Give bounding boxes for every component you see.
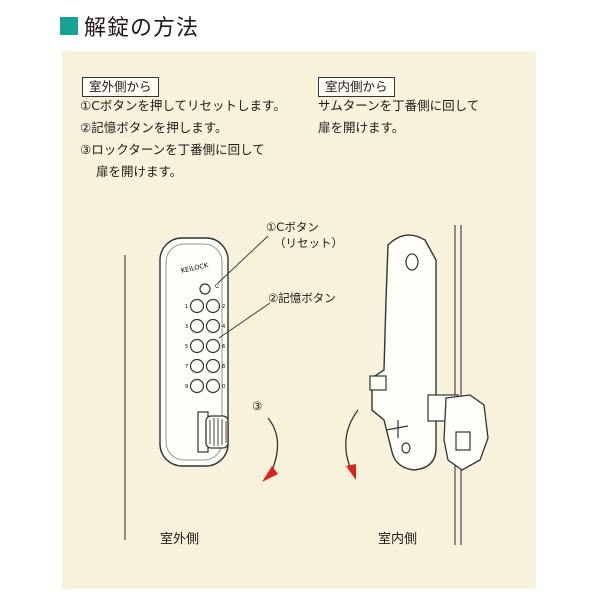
outside-rotation-line (267, 417, 279, 476)
outside-steps: ①Cボタンを押してリセットします。 ②記憶ボタンを押します。 ③ロックターンを丁… (80, 95, 286, 183)
reset-callout: （リセット） (274, 236, 343, 250)
outside-tag: 室外側から (82, 77, 159, 97)
inside-rotation-line (345, 409, 359, 473)
thumb-turn-plate (369, 234, 489, 471)
page-header: 解錠の方法 (60, 12, 200, 41)
memory-key-label: 6 (222, 344, 225, 350)
memory-key-button (189, 298, 205, 314)
memory-key-label: 1 (185, 304, 188, 310)
memory-key-label: 0 (222, 384, 225, 390)
outside-step-2: ②記憶ボタンを押します。 (80, 120, 228, 135)
memory-key-label: 5 (185, 344, 188, 350)
memory-key-button (189, 358, 205, 374)
inside-arrow-icon (346, 464, 356, 480)
outside-step-3-cont: 扉を開けます。 (96, 164, 183, 179)
memory-key-button (189, 338, 205, 354)
page-title: 解錠の方法 (84, 16, 200, 41)
c-button-leader (217, 235, 269, 284)
c-key-label: C (215, 283, 219, 290)
memory-key-button (205, 298, 221, 314)
inside-step-2: 扉を開けます。 (318, 120, 405, 135)
inside-steps: サムターンを丁番側に回して 扉を開けます。 (318, 95, 479, 139)
title-square-icon (60, 17, 78, 35)
instruction-panel (62, 51, 536, 589)
memory-key-label: 4 (222, 324, 225, 330)
memory-key-label: 3 (185, 324, 188, 330)
screw-bottom-icon (401, 442, 411, 454)
memory-key-button (205, 318, 221, 334)
step3-callout: ③ (252, 399, 263, 413)
inside-tag: 室内側から (318, 77, 395, 97)
outside-step-1: ①Cボタンを押してリセットします。 (80, 98, 286, 113)
lock-turn-knob (205, 415, 229, 449)
inside-step-1: サムターンを丁番側に回して (318, 98, 480, 113)
outside-arrow-icon (262, 466, 278, 482)
memory-key-button (205, 358, 221, 374)
memory-button-callout: ②記憶ボタン (268, 291, 336, 305)
memory-key-label: 9 (185, 384, 188, 390)
c-button-callout: ①Cボタン (266, 220, 319, 234)
memory-key-button (189, 318, 205, 334)
memory-key-button (205, 338, 221, 354)
memory-key-button (189, 378, 205, 394)
c-button-icon (199, 283, 211, 295)
memory-key-label: 8 (222, 364, 225, 370)
outside-label: 室外側 (160, 532, 200, 547)
outside-step-3: ③ロックターンを丁番側に回して (80, 142, 265, 157)
memory-key-button (205, 378, 221, 394)
memory-keys: 1 2 3 4 5 6 7 8 9 0 (185, 298, 225, 394)
screw-top-icon (405, 253, 419, 271)
memory-key-label: 7 (185, 364, 188, 370)
inside-label: 室内側 (378, 532, 418, 547)
memory-key-label: 2 (222, 304, 225, 310)
memory-button-leader (218, 302, 271, 339)
